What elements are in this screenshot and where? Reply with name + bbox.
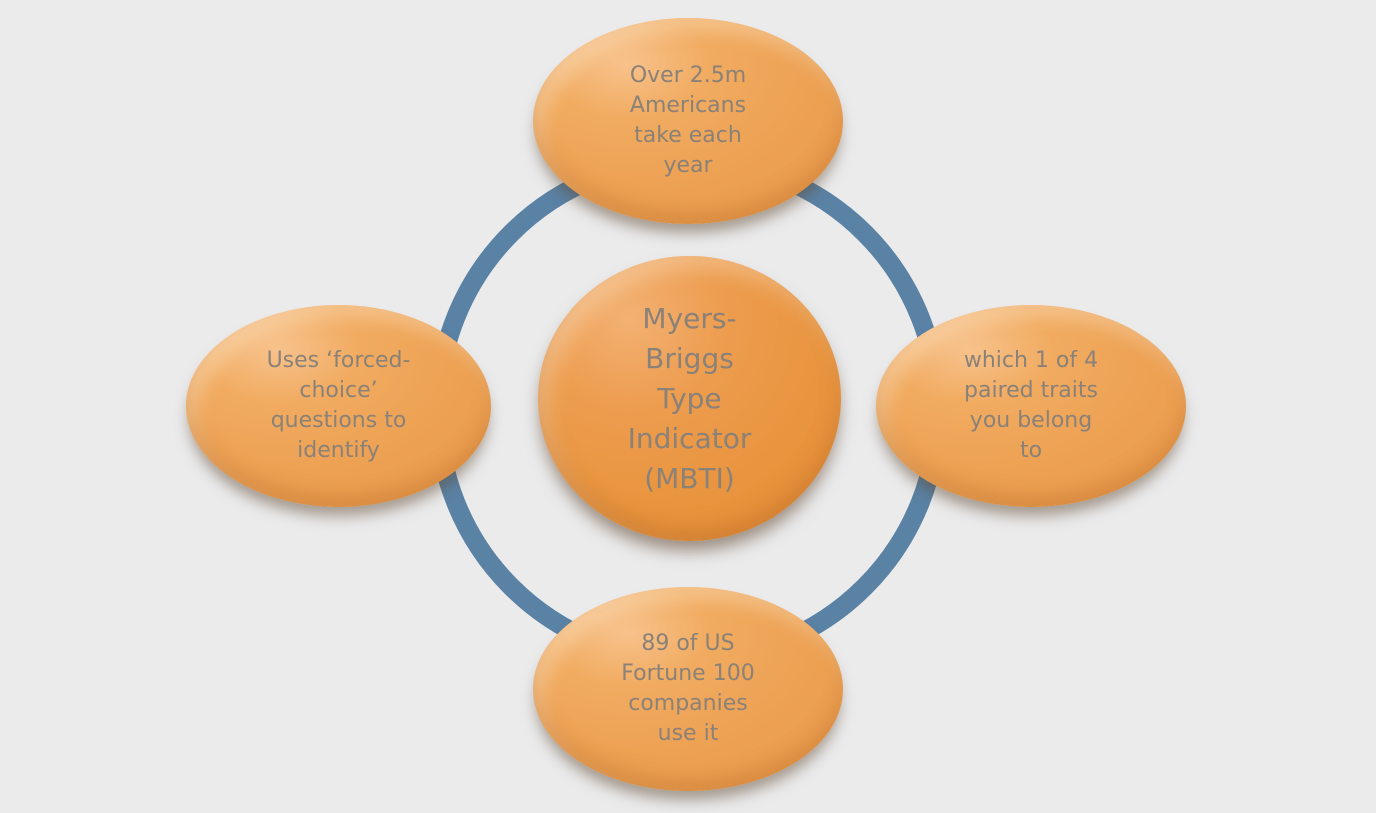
- node-bottom: 89 of US Fortune 100 companies use it: [533, 587, 843, 791]
- center-node-label: Myers- Briggs Type Indicator (MBTI): [627, 301, 752, 495]
- center-node: Myers- Briggs Type Indicator (MBTI): [538, 256, 841, 541]
- node-left-label: Uses ‘forced- choice’ questions to ident…: [266, 348, 411, 463]
- node-top-label: Over 2.5m Americans take each year: [629, 63, 747, 178]
- node-left: Uses ‘forced- choice’ questions to ident…: [186, 305, 491, 507]
- node-right: which 1 of 4 paired traits you belong to: [876, 305, 1186, 507]
- node-right-label: which 1 of 4 paired traits you belong to: [963, 348, 1099, 463]
- node-top: Over 2.5m Americans take each year: [533, 18, 843, 224]
- node-bottom-label: 89 of US Fortune 100 companies use it: [621, 631, 755, 746]
